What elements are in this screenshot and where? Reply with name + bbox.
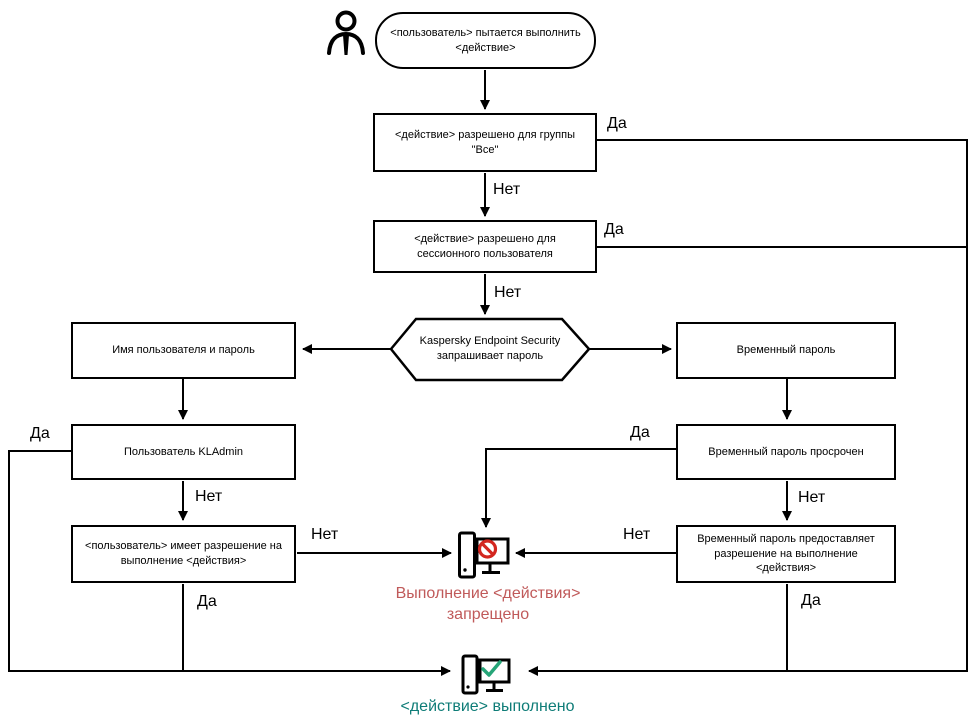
node-action-allowed-all-group: <действие> разрешено для группы "Все": [373, 113, 597, 172]
hexagon-shape: [389, 317, 591, 382]
prohibition-icon: [477, 539, 498, 559]
edge-label-session-no: Нет: [494, 284, 522, 301]
status-action-done: <действие> выполнено: [400, 698, 575, 715]
edge-label-kladmin-yes: Да: [30, 425, 50, 442]
node-start: <пользователь> пытается выполнить <дейст…: [375, 12, 596, 69]
edge-kladmin-yes: [8, 450, 451, 676]
user-icon: [327, 10, 365, 55]
node-user-has-permission: <пользователь> имеет разрешение на выпол…: [71, 525, 296, 583]
edge-label-all-group-no: Нет: [493, 181, 521, 198]
node-user-kladmin: Пользователь KLAdmin: [71, 424, 296, 480]
node-temporary-password-expired: Временный пароль просрочен: [676, 424, 896, 480]
edge-label-permission-yes: Да: [197, 593, 217, 610]
edge-label-session-yes: Да: [604, 221, 624, 238]
check-icon: [481, 660, 502, 677]
edge-label-kladmin-no: Нет: [195, 488, 223, 505]
edge-expired-yes: [481, 448, 677, 528]
status-action-denied: Выполнение <действия> запрещено: [395, 585, 581, 623]
node-username-and-password: Имя пользователя и пароль: [71, 322, 296, 379]
edge-label-expired-no: Нет: [798, 489, 826, 506]
node-action-allowed-session-user: <действие> разрешено для сессионного пол…: [373, 220, 597, 273]
edge-label-expired-yes: Да: [630, 424, 650, 441]
node-kes-prompts-password: Kaspersky Endpoint Security запрашивает …: [419, 335, 561, 362]
edge-all-group-yes: [528, 139, 968, 676]
node-temporary-password-grants: Временный пароль предоставляет разрешени…: [676, 525, 896, 583]
node-temporary-password: Временный пароль: [676, 322, 896, 379]
computer-done-icon: [461, 654, 511, 695]
edge-label-all-group-yes: Да: [607, 115, 627, 132]
computer-blocked-icon: [458, 531, 510, 579]
edge-label-permission-no: Нет: [311, 526, 339, 543]
edge-label-grants-no: Нет: [623, 526, 651, 543]
edge-label-grants-yes: Да: [801, 592, 821, 609]
